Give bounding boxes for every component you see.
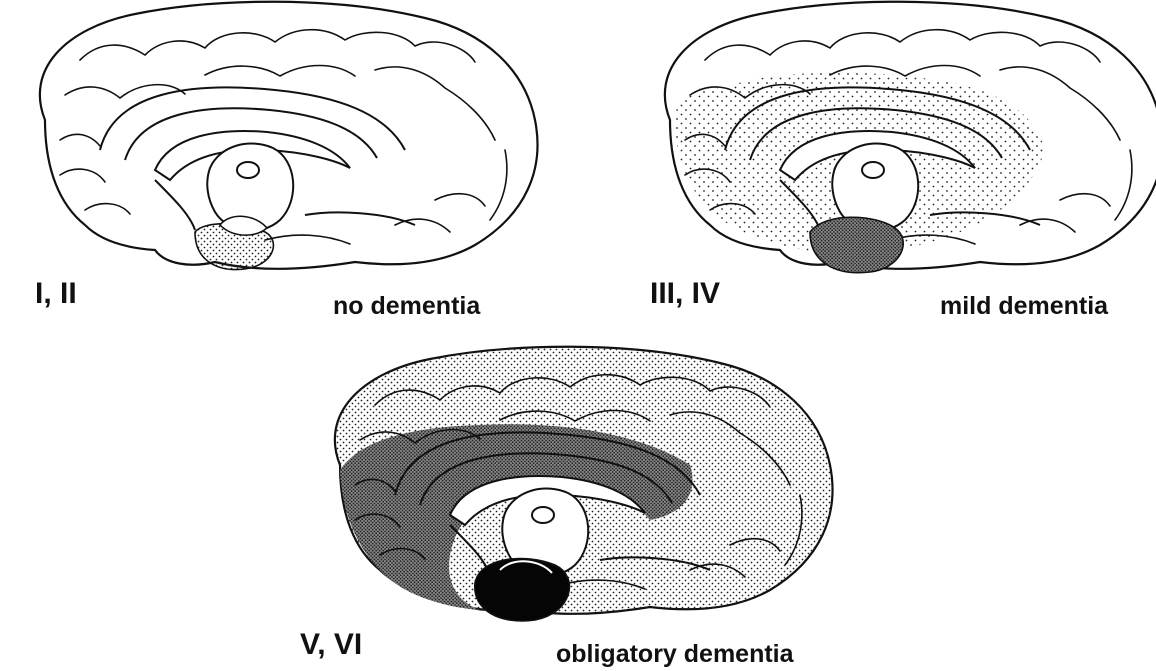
panel-stage-1-2: I, II no dementia (0, 0, 560, 330)
dementia-label: mild dementia (940, 292, 1108, 321)
dementia-label: obligatory dementia (556, 640, 794, 669)
panel-stage-3-4: III, IV mild dementia (590, 0, 1156, 330)
brain-illustration (300, 345, 860, 645)
stage-label: I, II (35, 277, 77, 311)
brain-illustration (5, 0, 565, 300)
hippocampal-core (475, 559, 570, 621)
brain-illustration (630, 0, 1156, 300)
panel-stage-5-6: V, VI obligatory dementia (290, 340, 910, 671)
stage-label: V, VI (300, 628, 362, 662)
dementia-label: no dementia (333, 292, 480, 321)
stage-label: III, IV (650, 277, 720, 311)
